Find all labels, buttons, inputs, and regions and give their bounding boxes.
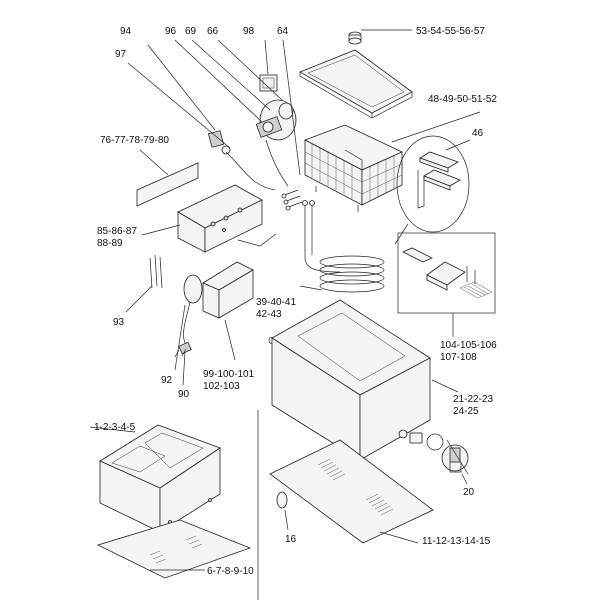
drain-valve [409,432,469,485]
front-panel-plate [136,149,199,207]
label-24-25: 24-25 [453,406,479,417]
label-93: 93 [113,317,125,328]
label-92: 92 [161,375,173,386]
label-76-80: 76-77-78-79-80 [100,135,169,146]
lid [299,49,413,119]
control-knob-assembly [174,39,301,176]
fry-basket [304,111,481,212]
label-107-108: 107-108 [440,352,477,363]
label-16: 16 [285,534,297,545]
label-53-57: 53-54-55-56-57 [416,26,485,37]
label-69: 69 [185,26,197,37]
lid-knob [348,29,412,45]
wiring-harness [225,139,303,211]
basket-hanger-circle [396,135,471,233]
label-85-87: 85-86-87 [97,226,137,237]
double-tank-section [89,410,259,600]
label-88-89: 88-89 [97,238,123,249]
label-42-43: 42-43 [256,309,282,320]
label-96: 96 [165,26,177,37]
label-1-5: 1-2-3-4-5 [94,422,136,433]
rubber-foot [276,491,289,531]
switch-box [202,261,254,361]
label-102-103: 102-103 [203,381,240,392]
power-cord [174,274,203,386]
probe-set [125,254,163,313]
label-46: 46 [472,128,484,139]
label-20: 20 [463,487,475,498]
label-104-106: 104-105-106 [440,340,497,351]
label-64: 64 [277,26,289,37]
label-97: 97 [115,49,127,60]
label-6-10: 6-7-8-9-10 [207,566,254,577]
label-39-41: 39-40-41 [256,297,296,308]
main-tank [268,299,459,461]
heating-element [299,200,409,293]
label-98: 98 [243,26,255,37]
label-94: 94 [120,26,132,37]
thermostat-bracket [127,44,231,155]
accessory-box [397,232,496,337]
label-48-52: 48-49-50-51-52 [428,94,497,105]
label-90: 90 [178,389,190,400]
bottom-plate [269,439,434,544]
control-housing [141,184,277,253]
callout-labels: 94 96 69 66 98 64 53-54-55-56-57 97 48-4… [94,26,497,577]
label-21-23: 21-22-23 [453,394,493,405]
label-11-15: 11-12-13-14-15 [422,536,491,547]
label-99-101: 99-100-101 [203,369,255,380]
label-66: 66 [207,26,219,37]
